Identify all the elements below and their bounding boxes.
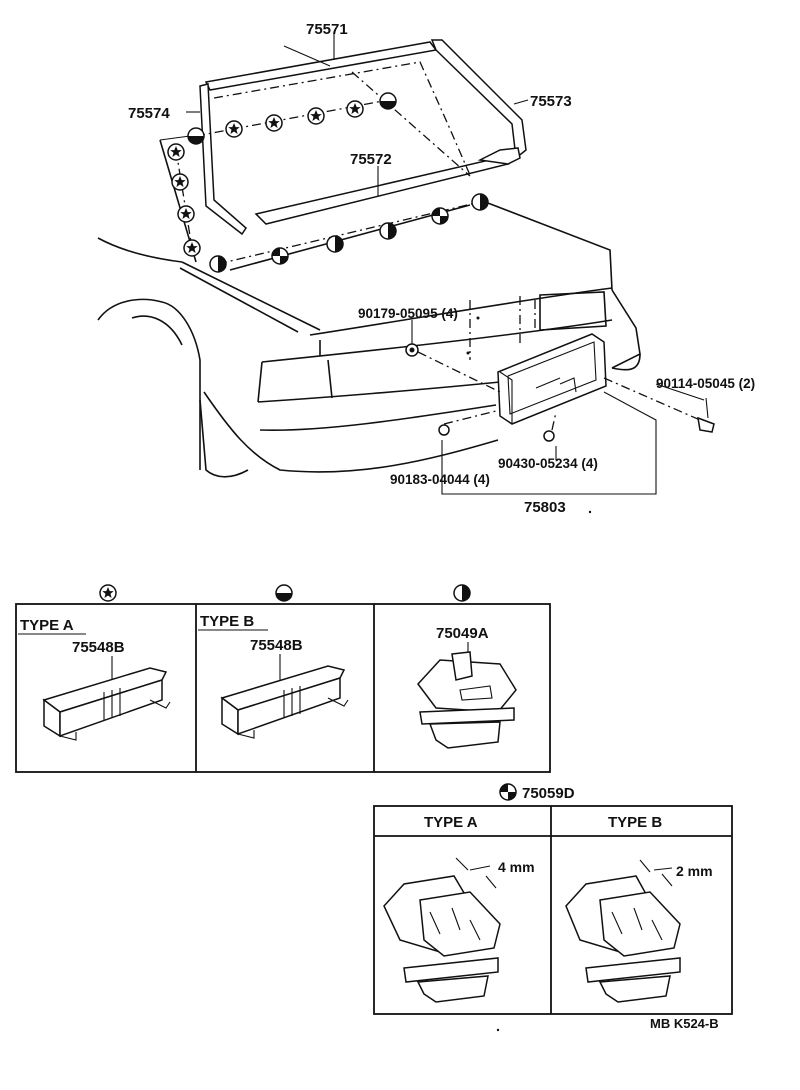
license-lamp-75803 [405, 333, 715, 442]
footer-code: MB K524-B [650, 1016, 719, 1031]
clip-75059d-type-b [565, 859, 681, 1003]
clip-75059d-type-a [383, 857, 501, 1003]
half-horizontal-circle-icon [275, 584, 293, 602]
detail-type-a-dim: 4 mm [498, 859, 535, 875]
callout-90179: 90179-05095 (4) [358, 306, 458, 321]
clip-75049a [417, 651, 517, 749]
nut-90183 [438, 424, 450, 436]
star-circle-icon [225, 120, 243, 138]
legend-type-a-part: 75548B [72, 639, 125, 656]
detail-type-a-label: TYPE A [424, 814, 478, 831]
nut-90430 [543, 430, 555, 442]
clip-75548b-type-a [42, 667, 171, 741]
star-circle-icon [167, 143, 185, 161]
callout-75574: 75574 [128, 105, 170, 122]
star-circle-icon [177, 205, 195, 223]
quarter-circle-icon [271, 247, 289, 265]
quarter-circle-icon [499, 783, 517, 801]
star-circle-icon [183, 239, 201, 257]
clip-75548b-type-b [220, 665, 349, 739]
star-circle-icon [307, 107, 325, 125]
detail-table-75059d: 75059D TYPE A TYPE B 4 mm 2 mm [373, 783, 733, 1015]
star-circle-icon [265, 114, 283, 132]
detail-type-b-dim: 2 mm [676, 863, 713, 879]
molding-75571 [204, 41, 438, 91]
callout-75573: 75573 [530, 93, 572, 110]
car-body-outline [97, 139, 641, 478]
half-vertical-circle-icon [379, 222, 397, 240]
half-vertical-circle-icon [453, 584, 471, 602]
window-molding-assembly [159, 39, 527, 265]
star-circle-icon [346, 100, 364, 118]
star-circle-icon [99, 584, 117, 602]
detail-part: 75059D [522, 785, 575, 802]
callout-90430: 90430-05234 (4) [498, 456, 598, 471]
half-vertical-circle-icon [209, 255, 227, 273]
star-circle-icon [171, 173, 189, 191]
molding-75574 [199, 83, 247, 236]
legend-type-b-label: TYPE B [200, 613, 254, 630]
molding-75573 [430, 39, 527, 160]
detail-type-b-label: TYPE B [608, 814, 662, 831]
leader-lines [186, 34, 705, 495]
callout-75803: 75803 [524, 499, 566, 516]
half-horizontal-circle-icon [187, 127, 205, 145]
callout-90183: 90183-04044 (4) [390, 472, 490, 487]
half-vertical-circle-icon [326, 235, 344, 253]
callout-75572: 75572 [350, 151, 392, 168]
clip-legend-table: TYPE A 75548B TYPE B 75548B 75049A [15, 584, 551, 773]
half-horizontal-circle-icon [379, 92, 397, 110]
callout-90114: 90114-05045 (2) [656, 376, 755, 391]
legend-clip-part: 75049A [436, 625, 489, 642]
screw-90114 [697, 416, 715, 433]
callout-75571: 75571 [306, 21, 348, 38]
quarter-circle-icon [431, 207, 449, 225]
half-vertical-circle-icon [471, 193, 489, 211]
legend-type-b-part: 75548B [250, 637, 303, 654]
legend-type-a-label: TYPE A [20, 617, 74, 634]
clip-symbols [167, 92, 489, 273]
